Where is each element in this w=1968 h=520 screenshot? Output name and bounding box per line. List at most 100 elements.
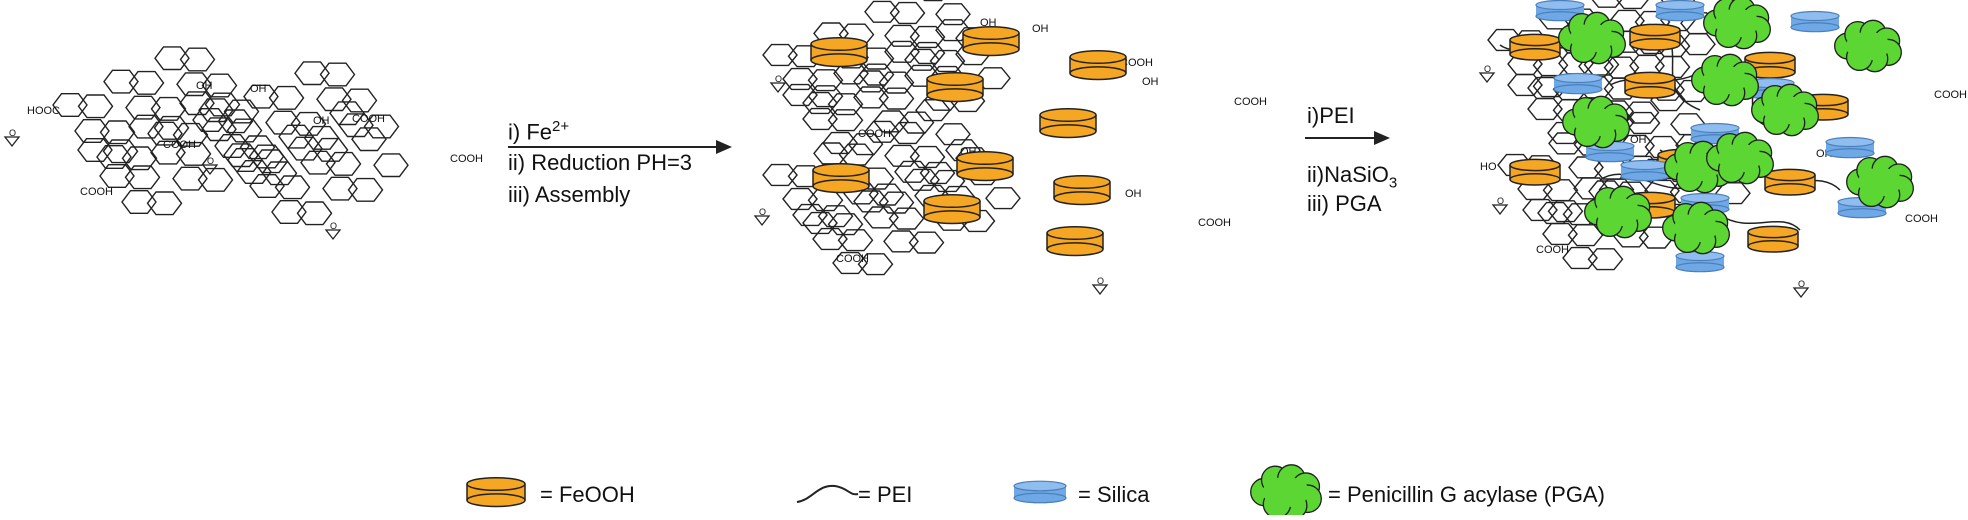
hexagon-ring [316,87,352,112]
functional-group-label: OH [313,115,330,127]
hexagon-ring [373,153,409,178]
hexagon-ring [883,230,919,253]
hexagon-ring [817,205,854,228]
functional-group-label: OH [196,80,213,92]
hexagon-ring [762,163,798,187]
hexagon-ring [884,144,920,167]
hexagon-ring [172,166,208,191]
hexagon-ring [894,160,930,183]
hexagon-ring [252,149,289,174]
hexagon-ring [271,200,307,224]
hexagon-ring [782,67,818,91]
hexagon-ring [1547,200,1584,223]
hexagon-ring [868,183,905,206]
hexagon-ring [204,92,241,117]
hexagon-ring [812,227,848,251]
epoxide-ring [1792,287,1810,299]
step2-condition-1: i)PEI [1307,103,1355,128]
hexagon-ring [884,24,920,47]
hexagon-ring [908,231,945,254]
functional-group-label: COOH [836,253,869,265]
epoxide-ring [201,164,219,176]
hexagon-ring [102,139,139,164]
pga-enzyme [1703,0,1771,50]
functional-group-label: OH [1630,134,1647,146]
hexagon-ring [923,0,943,2]
hexagon-ring [294,61,330,86]
hexagon-ring [1616,0,1649,10]
hexagon-ring [223,99,260,124]
pga-enzyme [1706,131,1774,185]
feooh-disk [1624,71,1676,99]
hexagon-ring [889,1,926,25]
hexagon-ring [278,124,314,149]
hexagon-ring [125,95,161,120]
hexagon-ring [52,93,88,117]
hexagon-ring [103,69,139,94]
feooh-disk [1039,107,1097,139]
hexagon-ring [287,136,323,161]
hexagon-ring [96,145,132,169]
hexagon-ring [935,19,971,42]
step2-condition-3: iii) PGA [1307,191,1382,216]
hexagon-ring [214,134,250,158]
feooh-disk [956,150,1014,182]
hexagon-ring [832,251,868,275]
hexagon-ring [762,43,798,67]
hexagon-ring [857,253,894,276]
hexagon-ring [792,203,828,227]
hexagon-ring [838,143,875,166]
epoxide-oxygen: O [207,156,214,166]
functional-group-label: COOH [1934,89,1967,101]
functional-group-label: COOH [858,128,891,140]
feooh-disk [1069,49,1127,81]
functional-group-label: OH [250,83,267,95]
legend-feooh-label: = FeOOH [540,482,635,507]
step1-condition-1: i) Fe2+ [508,118,570,145]
hexagon-ring [249,174,285,198]
hexagon-ring [223,143,259,168]
feooh-disk [923,193,981,225]
hexagon-ring [929,169,966,193]
epoxide-oxygen: O [775,74,782,84]
hexagon-ring [878,71,915,94]
hexagon-ring [121,146,158,171]
silica-disk [1620,159,1670,182]
hexagon-ring [99,164,135,188]
hexagon-ring [985,187,1021,210]
pga-enzyme [1846,155,1914,209]
pga-enzyme [1250,464,1322,520]
hexagon-ring [807,85,844,108]
hexagon-ring [909,145,946,169]
hexagon-ring [864,0,900,23]
hexagon-ring [341,88,378,113]
hexagon-ring [363,114,400,139]
epoxide-oxygen: O [330,221,337,231]
hexagon-ring [863,206,899,229]
hexagon-ring [909,41,946,65]
functional-group-label: COOH [1905,213,1938,225]
hexagon-ring [347,177,384,202]
hexagon-ring [935,3,971,26]
pga-enzyme [1691,53,1759,107]
legend-feooh-symbol [466,476,526,508]
feooh-disk [926,71,984,103]
hexagon-ring [179,47,216,72]
hexagon-ring [1587,248,1624,271]
hexagon-ring [179,91,215,116]
epoxide-ring [1478,72,1496,84]
hexagon-ring [99,120,136,145]
functional-group-label: COOH [1234,96,1267,108]
pga-enzyme [1834,19,1902,73]
epoxide-ring [753,215,771,227]
hexagon-ring [802,107,838,131]
epoxide-oxygen: O [9,128,16,138]
hexagon-ring [878,191,915,214]
step1-condition-2: ii) Reduction PH=3 [508,150,693,175]
hexagon-ring [827,213,864,236]
feooh-disk [810,36,868,68]
